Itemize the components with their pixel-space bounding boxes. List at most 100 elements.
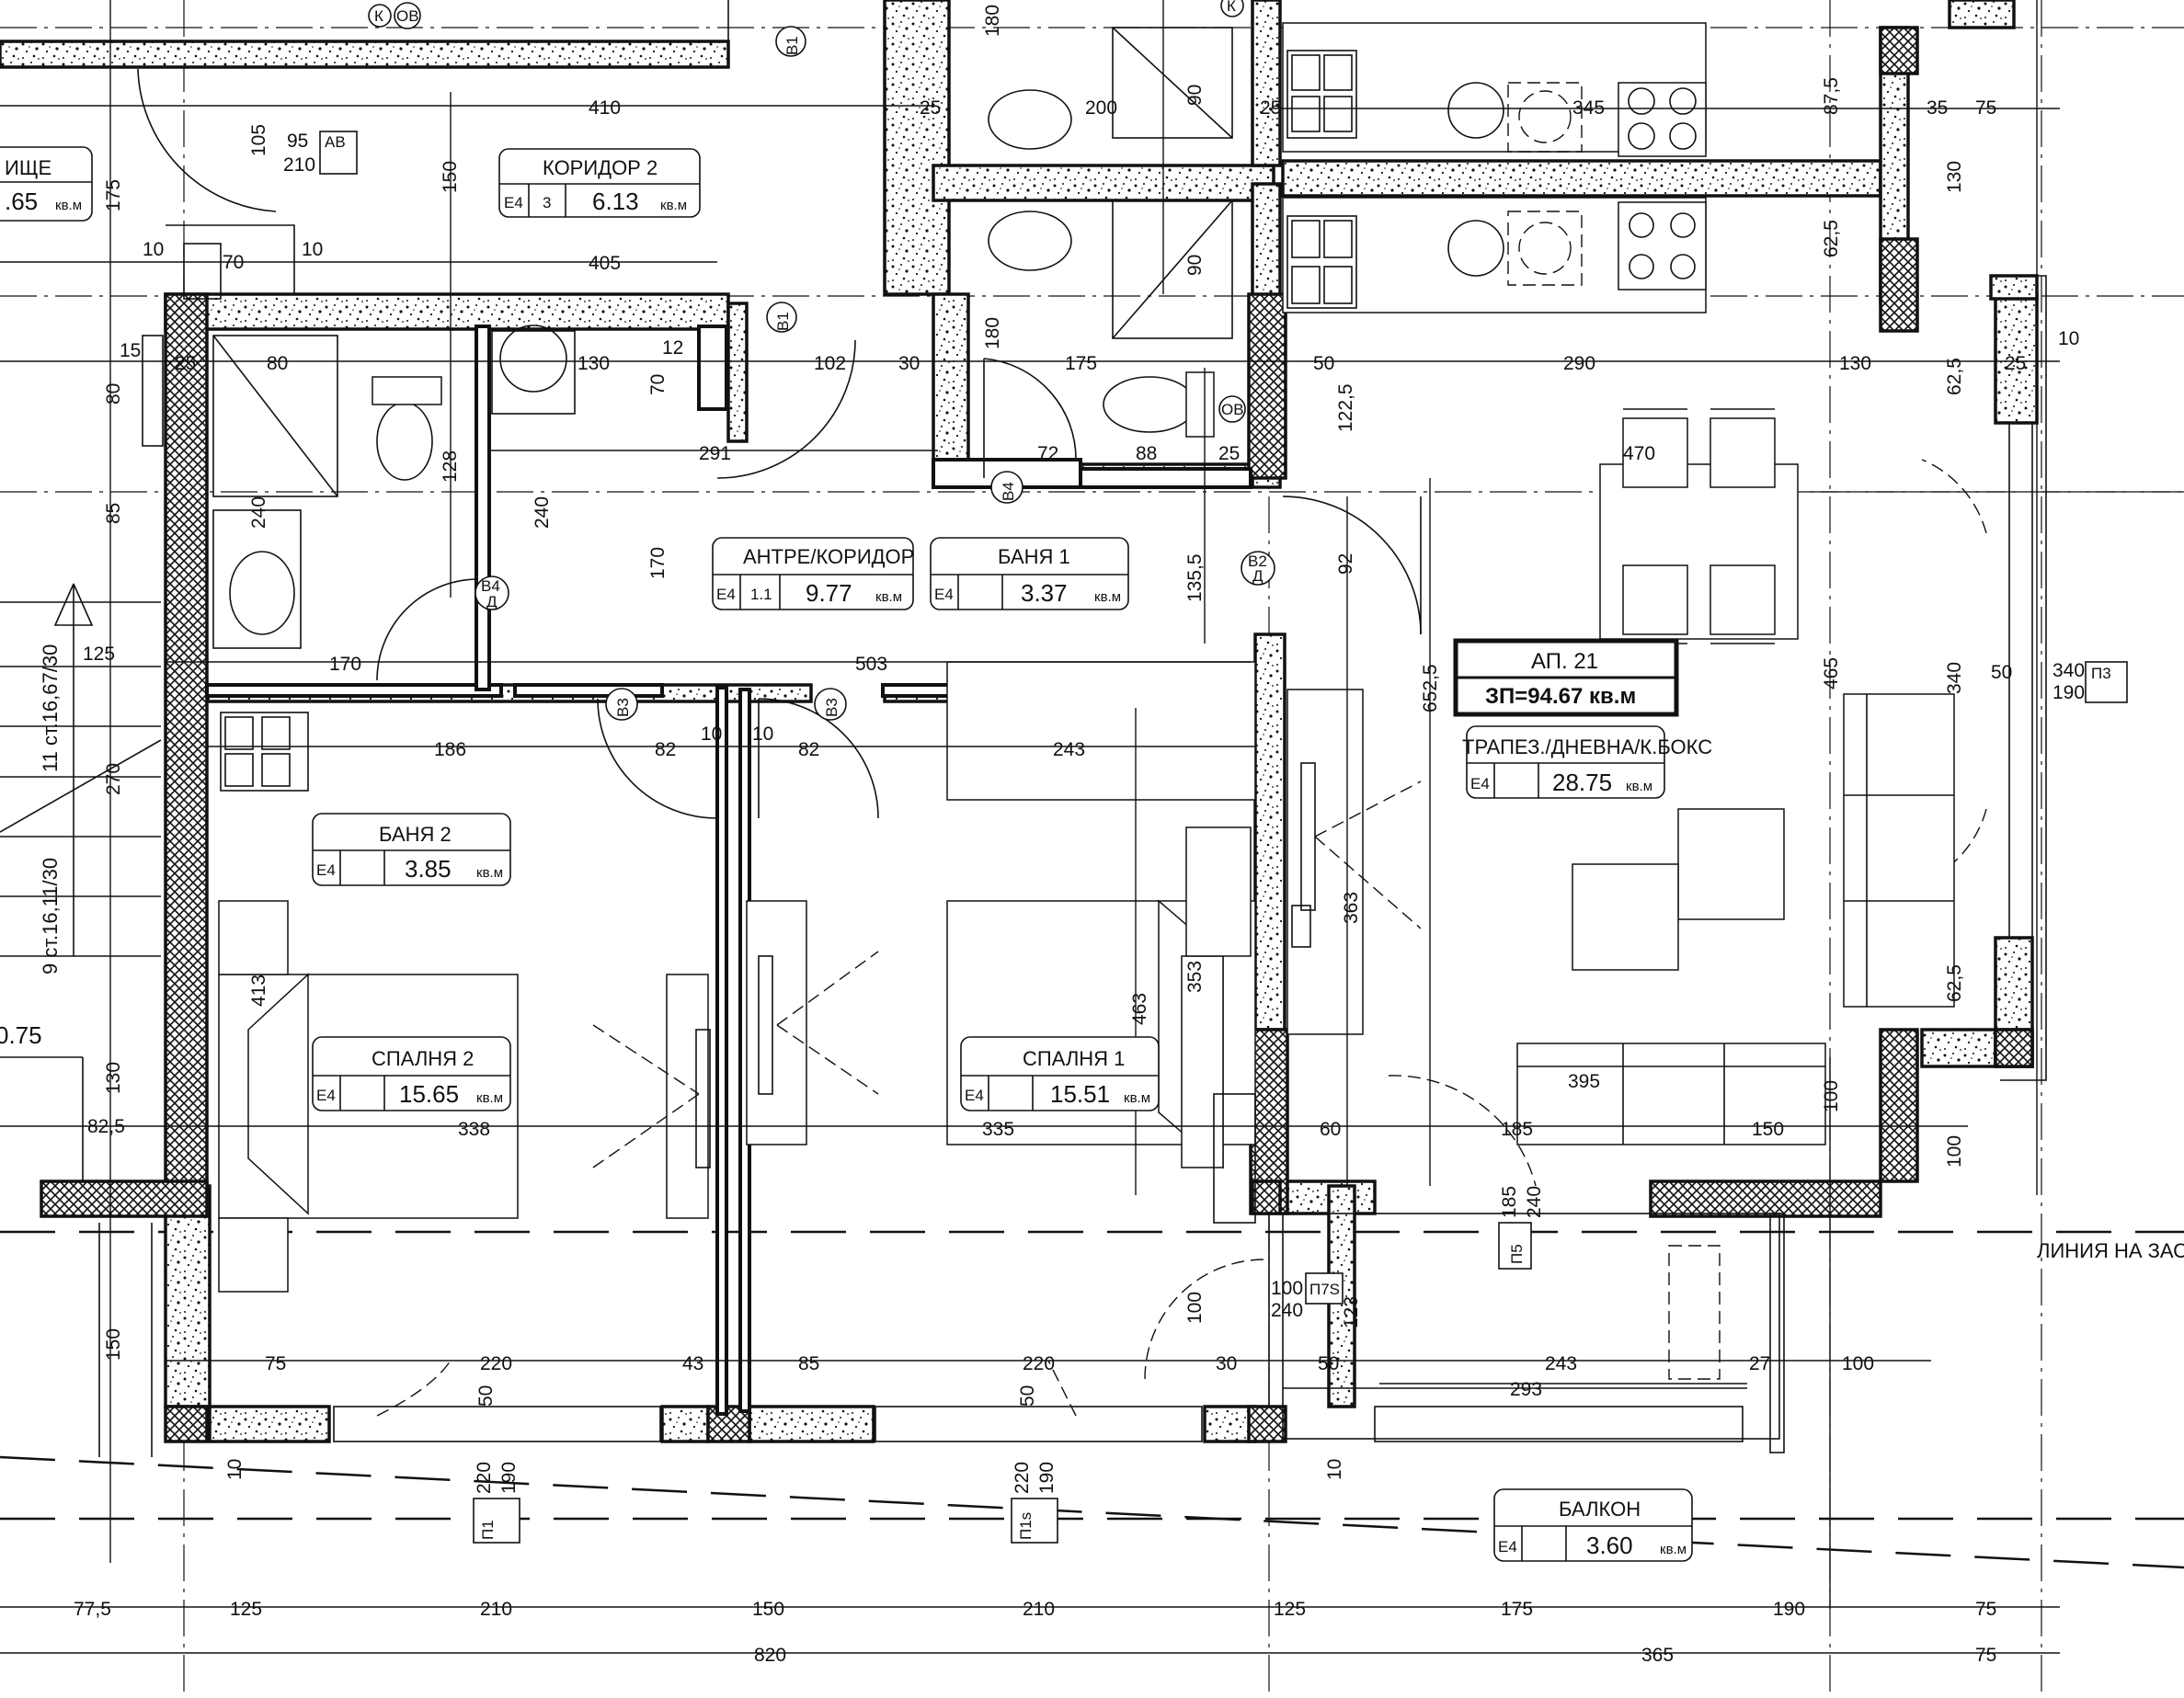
opening-tag: П3 <box>2091 665 2111 682</box>
opening-h: 190 <box>498 1462 520 1494</box>
dim-30-b: 30 <box>1216 1353 1237 1374</box>
opening-tag: П1s <box>1017 1512 1035 1540</box>
room-unit: кв.м <box>476 1090 503 1106</box>
dim-150-b: 150 <box>752 1599 784 1620</box>
dim-270-v: 270 <box>103 763 124 795</box>
dim-75-b: 75 <box>265 1353 286 1374</box>
dim-150-v2: 150 <box>440 161 461 193</box>
dim-87-5-v: 87,5 <box>1821 77 1842 115</box>
room-num: 3 <box>543 194 551 211</box>
dimension-labels: 410 405 200 345 75 35 25 25 80 130 12 10… <box>74 5 2085 1666</box>
dim-75: 75 <box>1975 97 1996 119</box>
dim-340-v: 340 <box>1944 662 1965 694</box>
dim-82-a: 82 <box>655 739 676 760</box>
door-tag: В3 <box>823 698 840 717</box>
stairs-lower: 9 ст.16,11/30 <box>39 858 62 974</box>
fixture-mark: К <box>1227 0 1236 15</box>
left-room-unit: кв.м <box>55 198 82 213</box>
dim-102: 102 <box>814 353 846 374</box>
dim-105-v: 105 <box>248 124 269 156</box>
room-name: АНТРЕ/КОРИДОР <box>743 545 914 568</box>
dim-170-v: 170 <box>647 547 669 579</box>
room-spalnya-2: СПАЛНЯ 2 Е4 15.65 кв.м <box>312 1036 511 1111</box>
fixture-marks: К ОВ К ОВ <box>368 0 1246 423</box>
room-unit: кв.м <box>1124 1090 1150 1106</box>
dim-175: 175 <box>1065 353 1097 374</box>
dim-25-d: 25 <box>175 353 196 374</box>
room-code: Е4 <box>316 1087 336 1104</box>
dim-220-b: 220 <box>1023 1353 1055 1374</box>
dim-345: 345 <box>1572 97 1605 119</box>
dim-100-v2: 100 <box>1944 1135 1965 1168</box>
door-swings <box>137 68 1987 1417</box>
dim-25-c: 25 <box>2005 353 2026 374</box>
fixtures <box>0 22 2033 1453</box>
room-area: 3.85 <box>405 855 452 883</box>
dim-15: 15 <box>120 340 141 361</box>
dim-123-v: 123 <box>1341 1296 1362 1328</box>
dim-210-a: 210 <box>480 1599 512 1620</box>
dim-353-v: 353 <box>1184 961 1206 993</box>
dim-90-v2: 90 <box>1184 255 1206 276</box>
room-spalnya-1: СПАЛНЯ 1 Е4 15.51 кв.м <box>960 1036 1160 1111</box>
dim-10-e: 10 <box>2058 328 2079 349</box>
dim-95: 95 <box>287 131 308 152</box>
room-code: Е4 <box>716 586 736 603</box>
dim-186: 186 <box>434 739 466 760</box>
columns <box>40 26 2034 1443</box>
room-code: Е4 <box>1470 775 1490 792</box>
dim-130-v: 130 <box>103 1062 124 1094</box>
dim-10-v2: 10 <box>1324 1459 1345 1480</box>
dim-130-v3: 130 <box>1944 161 1965 193</box>
dim-80: 80 <box>267 353 288 374</box>
dim-27: 27 <box>1749 1353 1770 1374</box>
room-area: 3.60 <box>1586 1532 1633 1559</box>
room-code: Е4 <box>934 586 954 603</box>
dim-62-5-v2: 62,5 <box>1944 358 1965 395</box>
door-tag: В2 <box>1248 553 1267 570</box>
dim-85-v: 85 <box>103 503 124 524</box>
dim-180-v2: 180 <box>982 317 1003 349</box>
left-value: 0.75 <box>0 1021 42 1049</box>
room-code: Е4 <box>965 1087 984 1104</box>
room-name: КОРИДОР 2 <box>543 156 657 179</box>
dim-465-v: 465 <box>1821 657 1842 689</box>
room-area: 15.65 <box>399 1080 459 1108</box>
building-line-label: ЛИНИЯ НА ЗАС <box>2037 1239 2184 1262</box>
dim-210-b: 210 <box>1023 1599 1055 1620</box>
dim-128-v: 128 <box>440 450 461 483</box>
dim-50-v2: 50 <box>1017 1385 1038 1407</box>
dim-50-c: 50 <box>1991 662 2012 683</box>
dim-70: 70 <box>223 252 244 273</box>
dim-82-b: 82 <box>798 739 819 760</box>
dim-43: 43 <box>682 1353 703 1374</box>
dim-200: 200 <box>1085 97 1117 119</box>
dim-122-5-v: 122,5 <box>1335 383 1356 432</box>
door-tag: В3 <box>614 698 632 717</box>
room-name: СПАЛНЯ 2 <box>372 1047 474 1070</box>
door-side: Д <box>1252 567 1264 585</box>
dim-60: 60 <box>1320 1119 1341 1140</box>
dim-72-a: 72 <box>1037 443 1058 464</box>
room-balkon: БАЛКОН Е4 3.60 кв.м <box>1493 1488 1693 1562</box>
room-unit: кв.м <box>875 589 902 605</box>
wall-outlines <box>98 0 2047 1457</box>
dim-90-v: 90 <box>1184 85 1206 106</box>
dim-10-c: 10 <box>143 239 164 260</box>
dim-130-b: 130 <box>1839 353 1871 374</box>
door-side: Д <box>486 593 497 610</box>
fixture-mark: ОВ <box>396 7 419 25</box>
dim-210-c: 210 <box>283 154 315 176</box>
apartment-label: АП. 21 ЗП=94.67 кв.м <box>1453 638 1679 717</box>
dim-75-c: 75 <box>1975 1599 1996 1620</box>
opening-tag: П1 <box>479 1520 497 1540</box>
dim-125-c: 125 <box>1274 1599 1306 1620</box>
opening-w: 100 <box>1271 1278 1303 1299</box>
dim-243-b: 243 <box>1545 1353 1577 1374</box>
dim-190-b: 190 <box>2053 682 2085 703</box>
room-area: 3.37 <box>1021 579 1068 607</box>
dim-363-v: 363 <box>1341 892 1362 924</box>
left-room-area: .65 <box>5 188 38 215</box>
dim-395: 395 <box>1568 1071 1600 1092</box>
dim-338: 338 <box>458 1119 490 1140</box>
